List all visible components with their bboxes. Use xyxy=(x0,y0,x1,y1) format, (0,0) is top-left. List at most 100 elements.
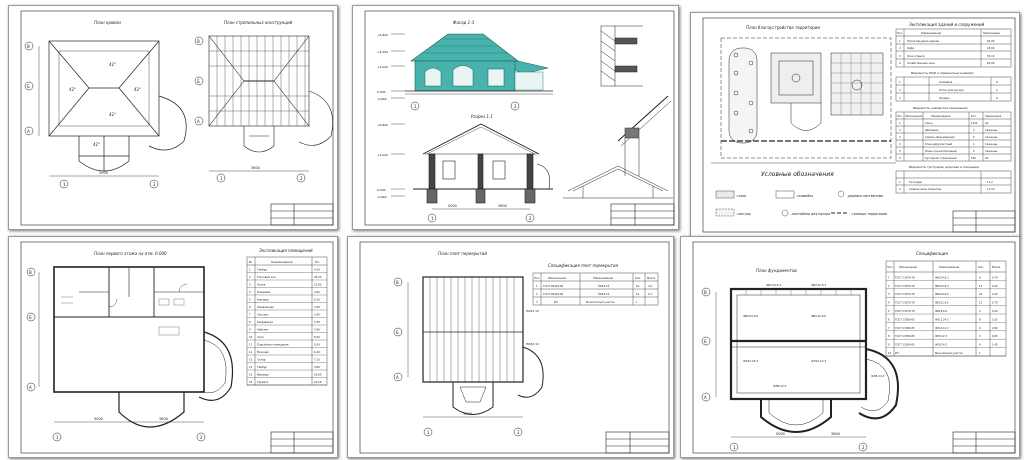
table-cell: 2 xyxy=(899,46,901,50)
block-mark: ФЛ8.12.3 xyxy=(773,384,787,388)
table-cell: 7 xyxy=(888,326,890,330)
table-cell: 0,79 xyxy=(992,275,998,279)
table-cell: Тамбур xyxy=(257,365,267,369)
axis-letter: Б xyxy=(197,79,200,84)
table-cell: 8 xyxy=(979,317,981,321)
table-cell: ГОСТ 13580-85 xyxy=(895,343,915,347)
drawing-sheet-facade[interactable]: Фасад 1-3 Разрез 1-1 +6,800 +4,550 +3,00… xyxy=(352,5,679,230)
table-cell: Саженцы xyxy=(985,142,997,146)
table-header-cell: Примечание xyxy=(985,114,1002,118)
drawing-sheet-floor-plan[interactable]: План первого этажа на отм. 0.000 Эксплик… xyxy=(8,236,338,458)
drawing-sheet-roof[interactable]: План кровли План стропильных конструкций… xyxy=(8,5,338,230)
slab-plan-drawing xyxy=(407,276,544,418)
table-header-cell: Примечание xyxy=(983,31,1000,35)
block-mark: ФБС24.6.3 xyxy=(766,283,781,287)
slab-spec-title: Спецификация плит перекрытия xyxy=(548,263,619,268)
table-cell: ГОСТ 26434-85 xyxy=(543,284,564,288)
table-header-cell: Обозначение xyxy=(905,114,923,118)
axis-letter: А xyxy=(27,129,30,134)
table-header-cell: Кол. xyxy=(971,114,977,118)
slab-plan-title: План плит перекрытий xyxy=(438,251,487,256)
table-cell: Коридор xyxy=(257,298,269,302)
table-cell: 11,2 xyxy=(987,180,993,184)
table-cell: 3 xyxy=(536,300,538,304)
table-cell: Умывальная xyxy=(257,305,274,309)
table-cell: 6 xyxy=(996,96,998,100)
facade-drawing xyxy=(405,33,553,95)
table-cell: ИЧ xyxy=(554,300,558,304)
legend-item: -контейнер для мусора xyxy=(791,212,830,216)
block-mark: ФБС12.6.6 xyxy=(811,314,826,318)
rafter-plan-drawing xyxy=(208,35,333,172)
table-cell: 2 xyxy=(899,187,901,191)
table-cell: 0,80 xyxy=(992,326,998,330)
legend-item: -газон xyxy=(736,194,747,198)
axis-letter: В xyxy=(29,270,32,275)
dimension-label: 3600 xyxy=(159,417,168,421)
table-cell: 1 xyxy=(979,351,981,355)
table-cell: 7 xyxy=(249,313,251,317)
section-title: Разрез 1-1 xyxy=(471,114,493,119)
table-cell: 1,63 xyxy=(992,292,998,296)
buildings-table-title: Экспликация зданий и сооружений xyxy=(908,22,985,27)
table-cell: 3,0 xyxy=(648,284,652,288)
level-mark: +6,800 xyxy=(377,123,388,127)
axis-letter: В xyxy=(704,290,707,295)
drawing-sheet-site-plan[interactable]: План благоустройства территории Эксплика… xyxy=(690,12,1020,237)
table-cell: 2,7 xyxy=(648,292,652,296)
table-cell: 10 xyxy=(636,284,640,288)
table-header-cell: Масса xyxy=(647,276,656,280)
slope-label: 42° xyxy=(69,87,76,92)
table-cell: ГОСТ 13580-85 xyxy=(895,326,915,330)
plantings-table-title: Ведомость элементов озеленения xyxy=(913,106,968,110)
table-cell: 11 xyxy=(249,343,253,347)
axis-number: 1 xyxy=(733,445,736,450)
table-cell: Ясень ложноплатанный xyxy=(925,149,957,153)
table-cell: 5 xyxy=(888,309,890,313)
table-cell: 0,42 xyxy=(992,284,998,288)
table-cell: 22,10 xyxy=(314,380,322,384)
drawing-sheet-foundation-plan[interactable]: План фундаментов Спецификация В Б А 1 2 … xyxy=(680,236,1020,458)
table-cell: Кладовая xyxy=(257,290,271,294)
table-cell: 5 xyxy=(249,298,251,302)
table-cell: 2 xyxy=(973,149,975,153)
table-cell: Моечная xyxy=(257,350,269,354)
table-cell: 2 xyxy=(899,88,901,92)
table-cell: ФБС12.6.3 xyxy=(935,284,949,288)
table-cell: ФБС9.6.6 xyxy=(935,309,947,313)
table-cell: Кабинет xyxy=(257,328,269,332)
table-cell: Торговый зал xyxy=(257,275,276,279)
table-cell: 2 xyxy=(973,128,975,132)
table-cell: Монолитный участок xyxy=(935,351,963,355)
slope-label: 42° xyxy=(109,112,116,117)
table-cell: 0,59 xyxy=(992,309,998,313)
table-cell: 20 xyxy=(979,292,983,296)
table-header-cell: Наименование xyxy=(931,114,951,118)
table-cell: ГОСТ 13580-85 xyxy=(895,317,915,321)
table-cell: Проектируемое здание xyxy=(907,39,939,43)
site-plan-title: План благоустройства территории xyxy=(746,25,820,30)
drawing-sheet-slab-plan[interactable]: План плит перекрытий Спецификация плит п… xyxy=(347,236,674,458)
table-cell: 64,00 xyxy=(987,39,995,43)
table-cell: Хозяйственная зона xyxy=(907,61,935,65)
table-cell: 4 xyxy=(979,343,981,347)
table-header-cell: Масса xyxy=(992,265,1001,269)
table-cell: Саженцы xyxy=(985,149,997,153)
rooms-table-title: Экспликация помещений xyxy=(258,248,313,253)
site-plan-drawing xyxy=(711,37,896,164)
floor-plan-title: План первого этажа на отм. 0.000 xyxy=(94,251,167,256)
table-cell: Монолитный участок xyxy=(586,300,615,304)
axis-number: 2 xyxy=(529,216,532,221)
table-cell: ФЛ8.12.3 xyxy=(935,334,947,338)
level-mark: +3,000 xyxy=(377,153,388,157)
level-mark: +4,550 xyxy=(377,50,388,54)
axis-number: 2 xyxy=(300,176,303,181)
table-cell: ГОСТ 26434-85 xyxy=(543,292,564,296)
table-cell: Терраса xyxy=(257,380,268,384)
axis-letter: В xyxy=(27,44,30,49)
table-cell: Кухня xyxy=(257,283,266,287)
table-cell: 1 xyxy=(536,284,538,288)
level-mark: +6,800 xyxy=(377,33,388,37)
table-cell: ФЛ8.24.3 xyxy=(935,343,947,347)
table-cell: 2,40 xyxy=(314,313,320,317)
